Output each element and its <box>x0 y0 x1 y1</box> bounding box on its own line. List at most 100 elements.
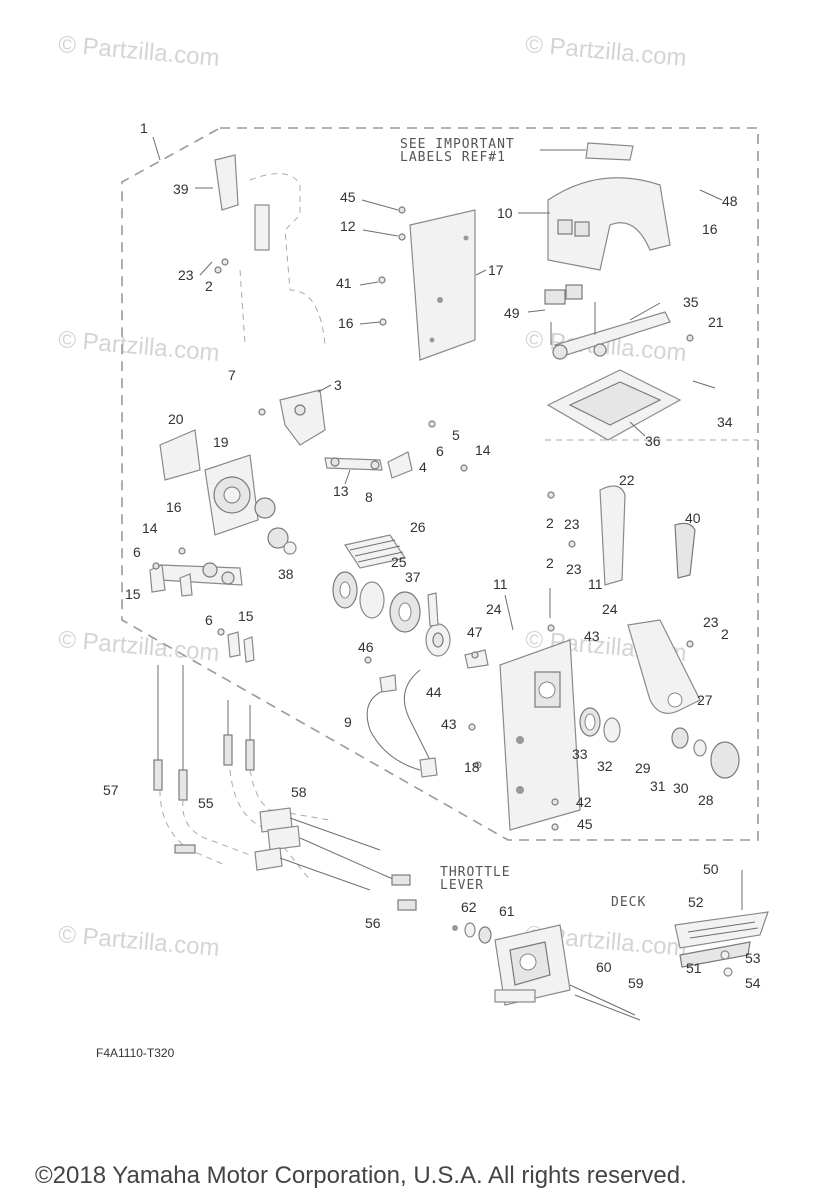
callout-number: 16 <box>702 221 718 237</box>
lever-plate <box>149 562 255 663</box>
fasteners <box>152 206 694 831</box>
callout-number: 28 <box>698 792 714 808</box>
callout-number: 4 <box>419 459 427 475</box>
callout-number: 9 <box>344 714 352 730</box>
callout-number: 59 <box>628 975 644 991</box>
rod-assembly <box>324 451 413 479</box>
callout-number: 44 <box>426 684 442 700</box>
callout-number: 55 <box>198 795 214 811</box>
callout-number: 8 <box>365 489 373 505</box>
callout-numbers: 1 39 23 2 45 12 41 16 17 10 48 16 49 35 … <box>103 120 761 991</box>
callout-number: 13 <box>333 483 349 499</box>
callout-number: 23 <box>564 516 580 532</box>
gear-plate <box>159 429 297 555</box>
throttle-lever-assembly <box>452 922 641 1021</box>
callout-number: 6 <box>436 443 444 459</box>
callout-number: 23 <box>178 267 194 283</box>
deck-label: DECK <box>611 895 646 910</box>
callout-number: 15 <box>238 608 254 624</box>
shift-linkage <box>552 311 671 360</box>
callout-number: 6 <box>205 612 213 628</box>
callout-number: 41 <box>336 275 352 291</box>
callout-number: 32 <box>597 758 613 774</box>
remote-handle-outline <box>214 154 326 346</box>
callout-number: 22 <box>619 472 635 488</box>
switch-bracket <box>279 389 326 446</box>
callout-number: 31 <box>650 778 666 794</box>
callout-number: 54 <box>745 975 761 991</box>
copyright-notice: ©2018 Yamaha Motor Corporation, U.S.A. A… <box>35 1162 687 1189</box>
throttle-lever-label-line2: LEVER <box>440 878 484 893</box>
callout-number: 34 <box>717 414 733 430</box>
callout-number: 50 <box>703 861 719 877</box>
callout-number: 15 <box>125 586 141 602</box>
callout-number: 16 <box>166 499 182 515</box>
callout-number: 57 <box>103 782 119 798</box>
callout-number: 3 <box>334 377 342 393</box>
callout-number: 2 <box>721 626 729 642</box>
callout-number: 49 <box>504 305 520 321</box>
callout-number: 1 <box>140 120 148 136</box>
callout-number: 52 <box>688 894 704 910</box>
callout-number: 21 <box>708 314 724 330</box>
callout-number: 33 <box>572 746 588 762</box>
callout-number: 27 <box>697 692 713 708</box>
callout-number: 40 <box>685 510 701 526</box>
gasket-plate <box>546 369 682 441</box>
callout-number: 26 <box>410 519 426 535</box>
callout-number: 47 <box>467 624 483 640</box>
callout-number: 5 <box>452 427 460 443</box>
callout-number: 23 <box>703 614 719 630</box>
throttle-arm <box>599 485 701 714</box>
callout-number: 12 <box>340 218 356 234</box>
callout-number: 56 <box>365 915 381 931</box>
callout-number: 58 <box>291 784 307 800</box>
callout-number: 46 <box>358 639 374 655</box>
callout-number: 29 <box>635 760 651 776</box>
callout-number: 45 <box>577 816 593 832</box>
callout-number: 48 <box>722 193 738 209</box>
callout-number: 60 <box>596 959 612 975</box>
wire-harness <box>366 669 438 778</box>
callout-number: 19 <box>213 434 229 450</box>
callout-number: 18 <box>464 759 480 775</box>
callout-number: 23 <box>566 561 582 577</box>
diagram-code: F4A1110-T320 <box>96 1046 175 1060</box>
callout-number: 10 <box>497 205 513 221</box>
callout-number: 20 <box>168 411 184 427</box>
callout-number: 2 <box>546 555 554 571</box>
callout-number: 24 <box>602 601 618 617</box>
ring-parts <box>579 707 740 779</box>
callout-number: 42 <box>576 794 592 810</box>
callout-number: 2 <box>546 515 554 531</box>
callout-number: 61 <box>499 903 515 919</box>
cover <box>544 142 671 305</box>
friction-plates <box>332 534 451 657</box>
control-body <box>464 639 581 831</box>
see-important-label: SEE IMPORTANT <box>400 137 515 152</box>
callout-number: 38 <box>278 566 294 582</box>
callout-number: 2 <box>205 278 213 294</box>
cable-ends <box>174 807 417 911</box>
callout-number: 11 <box>493 576 508 592</box>
callout-number: 14 <box>142 520 158 536</box>
callout-number: 14 <box>475 442 491 458</box>
callout-number: 43 <box>584 628 600 644</box>
callout-number: 37 <box>405 569 421 585</box>
callout-number: 11 <box>588 576 603 592</box>
callout-number: 24 <box>486 601 502 617</box>
callout-number: 16 <box>338 315 354 331</box>
callout-number: 43 <box>441 716 457 732</box>
callout-number: 39 <box>173 181 189 197</box>
callout-number: 35 <box>683 294 699 310</box>
callout-number: 62 <box>461 899 477 915</box>
throttle-lever-label: THROTTLE <box>440 865 511 880</box>
callout-number: 17 <box>488 262 504 278</box>
deck-plate <box>674 870 769 977</box>
see-important-label-line2: LABELS REF#1 <box>400 150 506 165</box>
callout-number: 45 <box>340 189 356 205</box>
callout-number: 36 <box>645 433 661 449</box>
housing-panel <box>409 209 476 361</box>
